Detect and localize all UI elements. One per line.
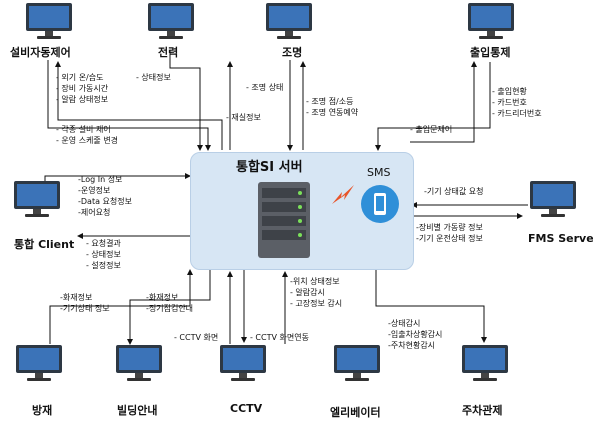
monitor-icon	[530, 181, 576, 217]
facility-label: 설비자동제어	[10, 46, 71, 59]
power-in-text: - 상태정보	[136, 73, 171, 82]
fms-in-text: -장비별 가동량 정보-기기 운전상태 정보	[416, 223, 483, 243]
monitor-icon	[266, 3, 312, 39]
disaster-node	[6, 344, 72, 400]
elevator-in-text: -위치 상태정보- 알람감시- 고장정보 감시	[290, 277, 343, 308]
fms-label: FMS Server	[528, 232, 593, 245]
access-in-arrow	[375, 62, 491, 151]
client-label: 통합 Client	[14, 238, 75, 251]
elevator-node	[324, 344, 390, 400]
monitor-icon	[14, 181, 60, 217]
signal-bolt-icon	[332, 185, 354, 204]
access-label: 출입통제	[470, 46, 511, 59]
monitor-icon	[220, 345, 266, 381]
monitor-icon	[26, 3, 72, 39]
disaster-label: 방재	[32, 404, 53, 417]
cctv-node	[210, 344, 276, 400]
monitor-icon	[16, 345, 62, 381]
disaster-in-arrow	[49, 269, 193, 344]
power-out-text: - 재실정보	[226, 113, 261, 122]
parking-in-arrow	[375, 268, 487, 343]
sms-label: SMS	[367, 166, 391, 179]
power-label: 전력	[158, 46, 179, 59]
parking-label: 주차관제	[462, 404, 503, 417]
building-guide-node	[106, 344, 172, 400]
lighting-out-text: - 조명 점/소등- 조명 연동예약	[306, 97, 359, 117]
client-in-text: - 요청결과- 상태정보- 설정정보	[86, 239, 121, 270]
facility-in-arrow	[47, 60, 211, 151]
power-node	[138, 2, 204, 58]
server-title: 통합SI 서버	[236, 160, 303, 175]
access-node	[458, 2, 524, 58]
fms-node	[520, 180, 586, 236]
fms-out-text: -기기 상태값 요청	[424, 187, 484, 196]
facility-node	[16, 2, 82, 58]
cctv-in-text: - CCTV 화면	[174, 333, 219, 342]
guide-out-arrow	[127, 270, 211, 345]
sms-phone-icon	[361, 185, 399, 223]
server-rack-icon	[258, 182, 310, 258]
monitor-icon	[116, 345, 162, 381]
power-in-arrow	[169, 50, 203, 151]
lighting-in-text: - 조명 상태	[246, 83, 284, 92]
guide-out-text: -화재정보-정기점검안내	[146, 293, 194, 313]
cctv-label: CCTV	[230, 402, 263, 415]
facility-in-text: - 외기 온/습도- 장비 가동시간- 알람 상태정보	[56, 73, 109, 104]
monitor-icon	[462, 345, 508, 381]
parking-node	[452, 344, 518, 400]
facility-out-arrow	[55, 61, 223, 150]
monitor-icon	[334, 345, 380, 381]
client-node	[4, 180, 70, 236]
facility-out-text: - 각종 설비 제어- 운영 스케줄 변경	[56, 125, 119, 145]
cctv-out-text: - CCTV 화면연동	[250, 333, 309, 342]
building-guide-label: 빌딩안내	[117, 404, 158, 417]
access-out-text: - 출입문제어	[410, 125, 453, 134]
monitor-icon	[468, 3, 514, 39]
client-out-text: -Log In 정보-운영정보-Data 요청정보-제어요청	[78, 175, 132, 217]
access-in-text: - 출입현황- 카드번호- 카드리더번호	[492, 87, 542, 118]
elevator-label: 엘리베이터	[330, 406, 381, 419]
disaster-in-text: -화재정보-기기상태 정보	[60, 293, 110, 313]
lighting-label: 조명	[282, 46, 303, 59]
parking-in-text: -상태감시-입출차상황감시-주차현황감시	[388, 319, 443, 350]
access-out-arrow	[410, 61, 477, 143]
lighting-node	[256, 2, 322, 58]
monitor-icon	[148, 3, 194, 39]
